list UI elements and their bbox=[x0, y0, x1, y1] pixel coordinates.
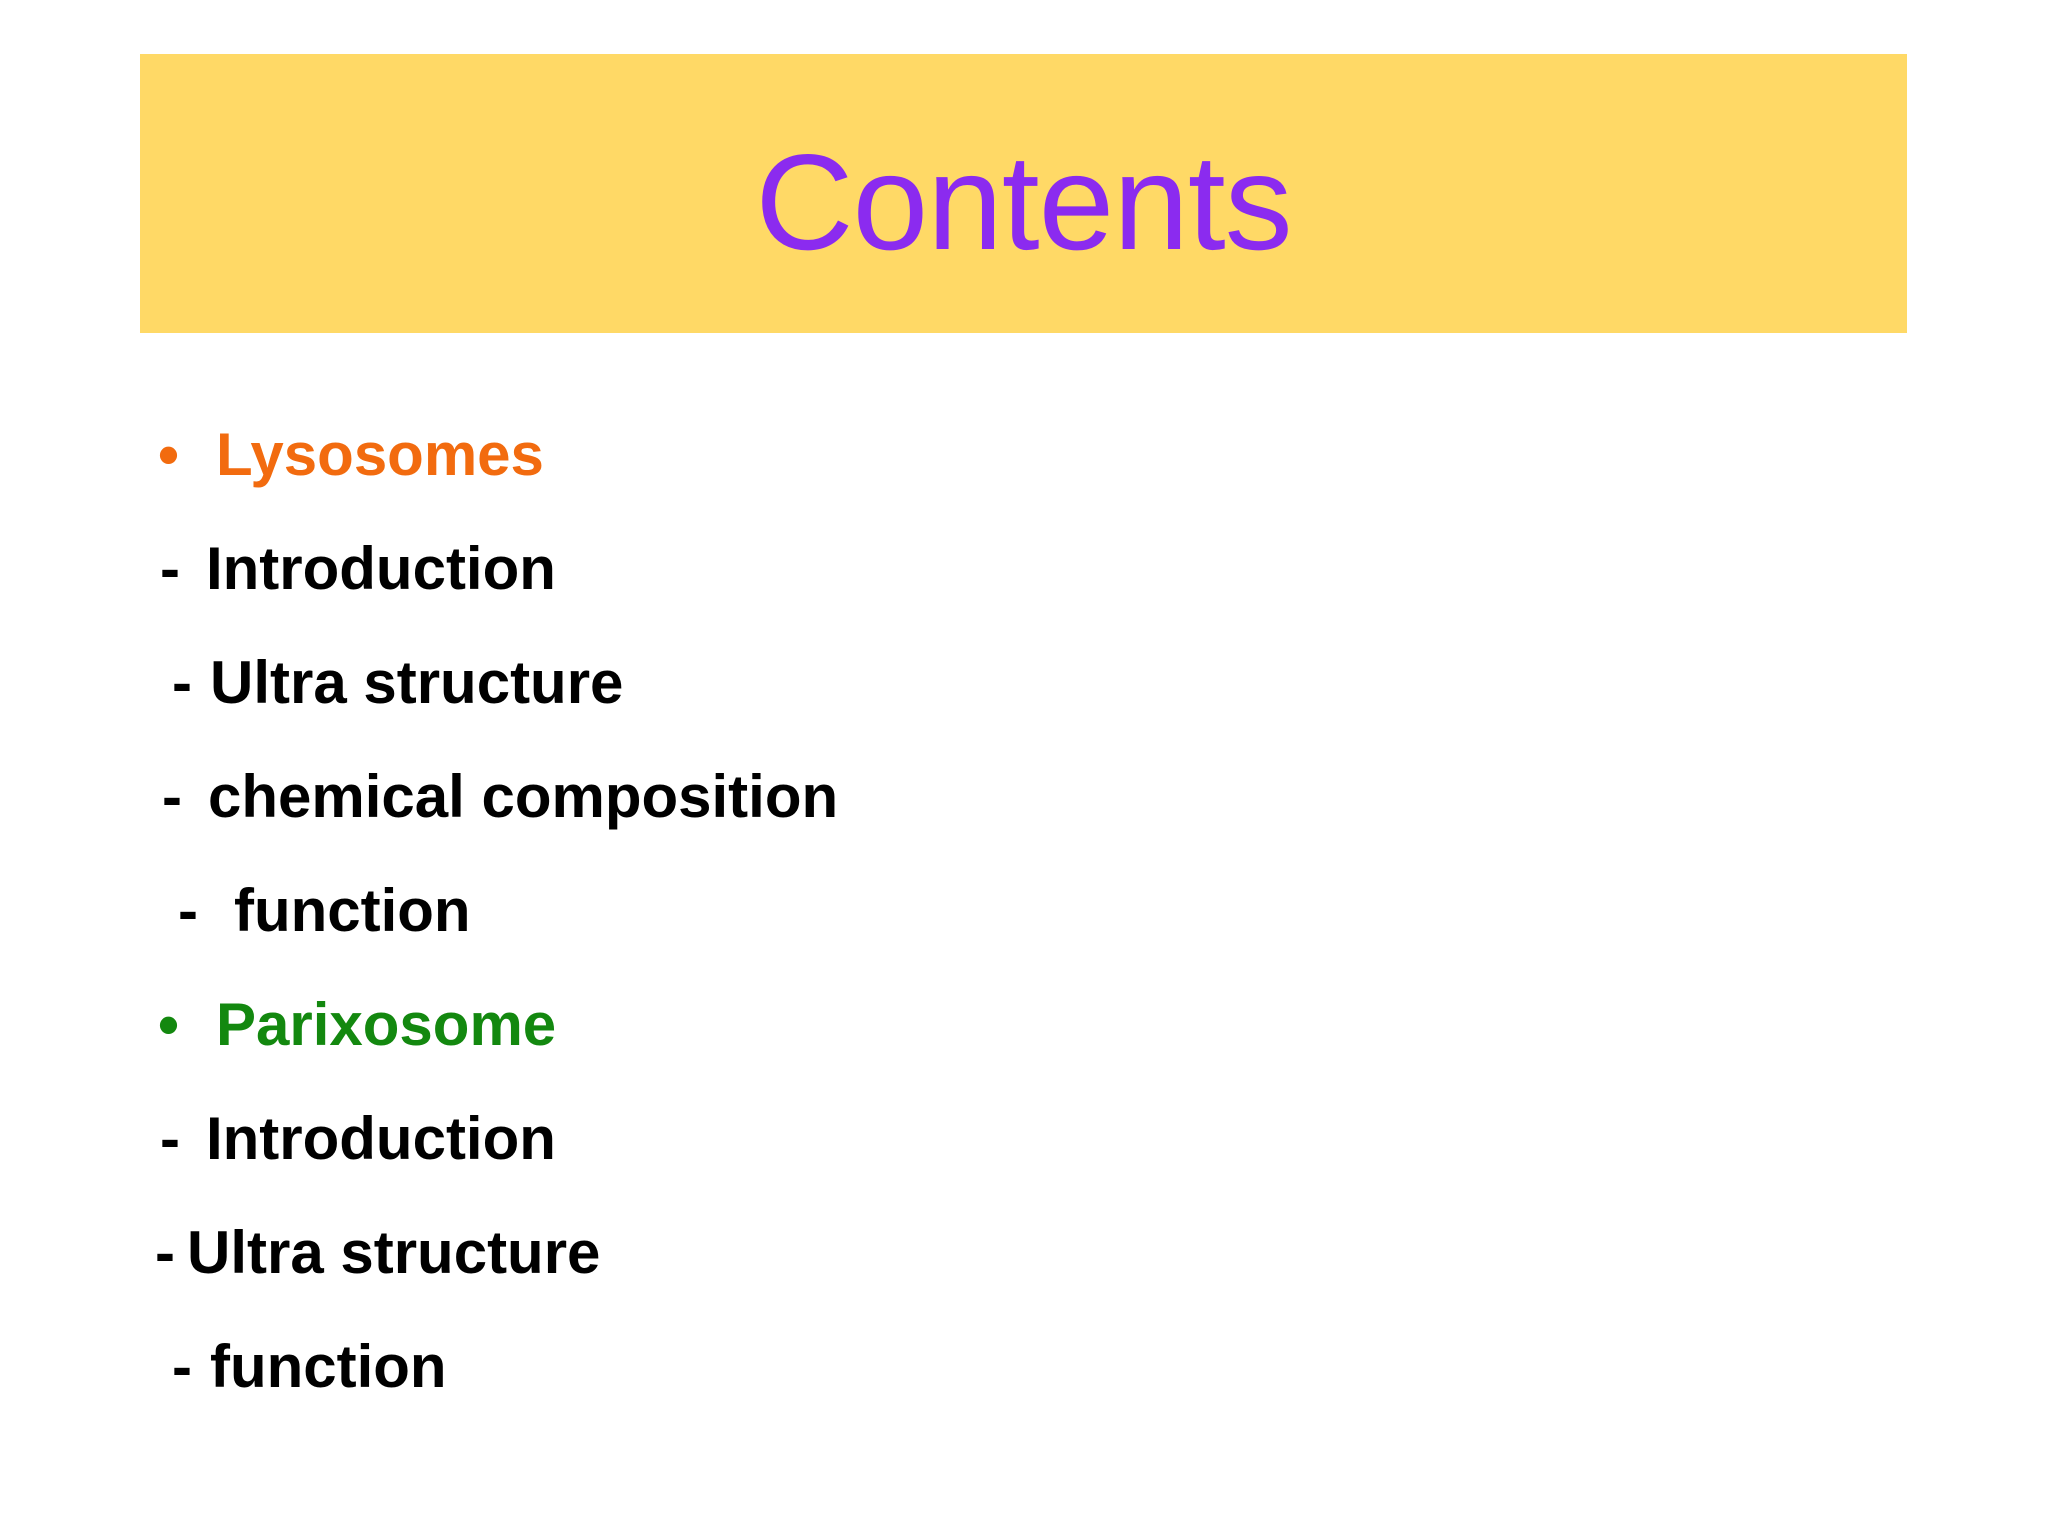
dash-icon: - bbox=[178, 877, 198, 944]
list-item-label: Introduction bbox=[205, 535, 556, 602]
list-item-label: Parixosome bbox=[216, 991, 557, 1058]
list-item[interactable]: - function bbox=[0, 854, 2048, 968]
list-item-label: function bbox=[209, 1333, 447, 1400]
list-item[interactable]: - function bbox=[0, 1310, 2048, 1424]
list-item[interactable]: • Parixosome bbox=[0, 968, 2048, 1082]
list-item[interactable]: - Introduction bbox=[0, 512, 2048, 626]
bullet-icon: • bbox=[158, 421, 180, 488]
list-item[interactable]: - Ultra structure bbox=[0, 1196, 2048, 1310]
dash-icon: - bbox=[160, 1105, 180, 1172]
list-item-label: Ultra structure bbox=[209, 649, 624, 716]
list-item-label: function bbox=[233, 877, 471, 944]
dash-icon: - bbox=[155, 1219, 175, 1286]
page-title: Contents bbox=[755, 125, 1292, 278]
list-item-label: Lysosomes bbox=[216, 421, 544, 488]
dash-icon: - bbox=[160, 535, 180, 602]
title-banner: Contents bbox=[140, 54, 1907, 333]
list-item-label: Ultra structure bbox=[186, 1219, 601, 1286]
dash-icon: - bbox=[162, 763, 182, 830]
list-item-label: Introduction bbox=[205, 1105, 556, 1172]
list-item[interactable]: - chemical composition bbox=[0, 740, 2048, 854]
list-item[interactable]: • Lysosomes bbox=[0, 398, 2048, 512]
contents-list: • Lysosomes - Introduction - Ultra struc… bbox=[0, 398, 2048, 1424]
list-item[interactable]: - Ultra structure bbox=[0, 626, 2048, 740]
dash-icon: - bbox=[172, 1333, 192, 1400]
bullet-icon: • bbox=[158, 991, 180, 1058]
list-item-label: chemical composition bbox=[207, 763, 839, 830]
dash-icon: - bbox=[172, 649, 192, 716]
list-item[interactable]: - Introduction bbox=[0, 1082, 2048, 1196]
